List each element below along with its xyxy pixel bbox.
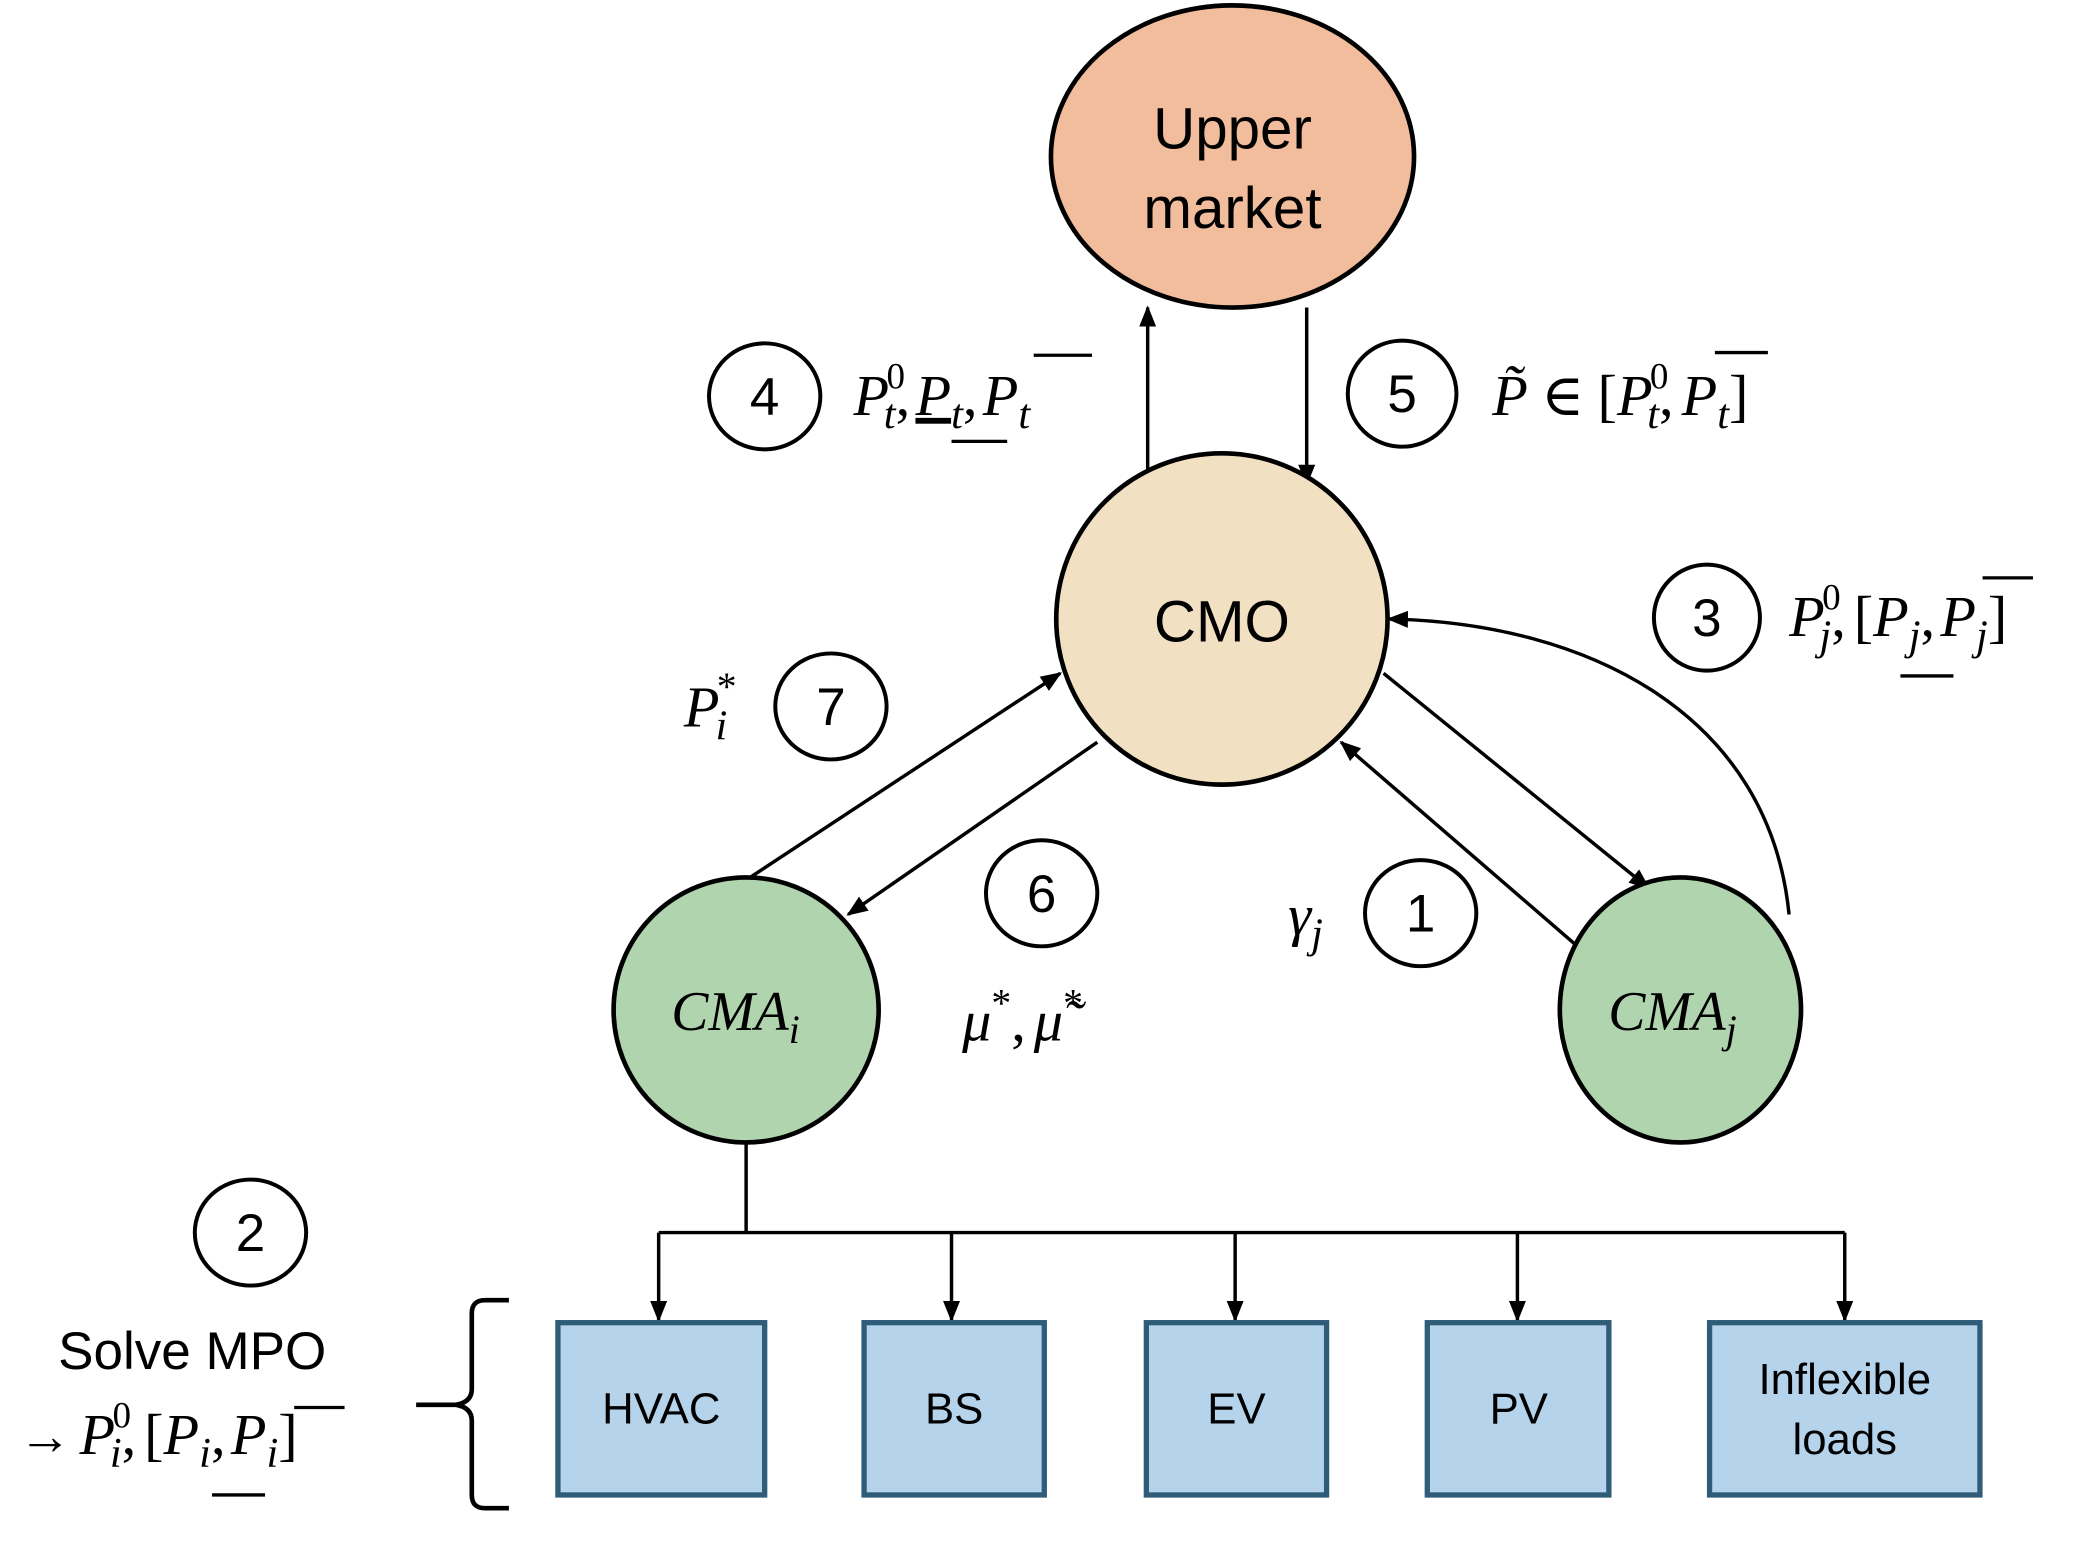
node-upper-market[interactable]: Upper market (1048, 3, 1417, 310)
device-pv-label: PV (1490, 1384, 1548, 1433)
step-7-number: 7 (816, 678, 845, 737)
step-1-label: γj (1288, 882, 1323, 957)
step-2-badge (192, 1177, 309, 1288)
device-hvac-label: HVAC (602, 1384, 720, 1433)
step-6-number: 6 (1027, 865, 1056, 924)
device-bs-label: BS (925, 1384, 983, 1433)
cma-i-label: CMAi (671, 981, 800, 1052)
edge-cma-j-to-cmo (1339, 740, 1576, 945)
step-4-number: 4 (750, 368, 779, 427)
cma-j-base: CMA (1608, 981, 1726, 1043)
step-6-label: μ*,μ̃* (961, 982, 1087, 1054)
step-3-number: 3 (1692, 589, 1721, 648)
device-hvac[interactable]: HVAC (555, 1320, 768, 1498)
step-1: γj 1 (1288, 858, 1479, 969)
step-7: P*i 7 (683, 651, 889, 762)
device-inflexible-loads[interactable]: Inflexible loads (1706, 1320, 1983, 1498)
cma-i-sub: i (789, 1008, 800, 1052)
edge-cmo-to-cma-j (1382, 671, 1651, 890)
step-7-label: P*i (683, 665, 737, 750)
device-pv[interactable]: PV (1424, 1320, 1612, 1498)
edge-cmo-to-cma-i (846, 740, 1099, 916)
step-1-number: 1 (1406, 885, 1435, 944)
step-7-badge (773, 651, 889, 762)
step-5-badge (1345, 338, 1459, 449)
device-inflexible-label-line1: Inflexible (1758, 1355, 1931, 1404)
step-2-number: 2 (236, 1204, 265, 1263)
node-cmo[interactable]: CMO (1053, 450, 1390, 787)
step-3-badge (1651, 562, 1762, 673)
step-5-number: 5 (1387, 365, 1416, 424)
edge-cma-j-to-cmo-curved (1386, 610, 1791, 915)
cma-i-base: CMA (671, 981, 789, 1043)
step-6-badge (984, 838, 1100, 949)
device-inflexible-label-line2: loads (1792, 1415, 1897, 1464)
cmo-label: CMO (1154, 589, 1290, 654)
step-1-badge (1363, 858, 1479, 969)
edge-cma-i-to-cmo (749, 671, 1062, 879)
device-bs[interactable]: BS (861, 1320, 1047, 1498)
node-cma-j[interactable]: CMAj (1557, 875, 1804, 1145)
step-4-badge (707, 341, 823, 452)
node-cma-i[interactable]: CMAi (611, 875, 881, 1145)
step-2-title: Solve MPO (58, 1322, 326, 1381)
device-ev-label: EV (1207, 1384, 1265, 1433)
curly-brace (416, 1297, 509, 1511)
device-ev[interactable]: EV (1143, 1320, 1330, 1498)
upper-market-label-line1: Upper (1153, 97, 1312, 162)
cma-j-label: CMAj (1608, 981, 1737, 1052)
upper-market-label-line2: market (1143, 176, 1321, 241)
device-tree-connectors (650, 1142, 1854, 1323)
step-6: 6 μ*,μ̃* (961, 838, 1100, 1054)
